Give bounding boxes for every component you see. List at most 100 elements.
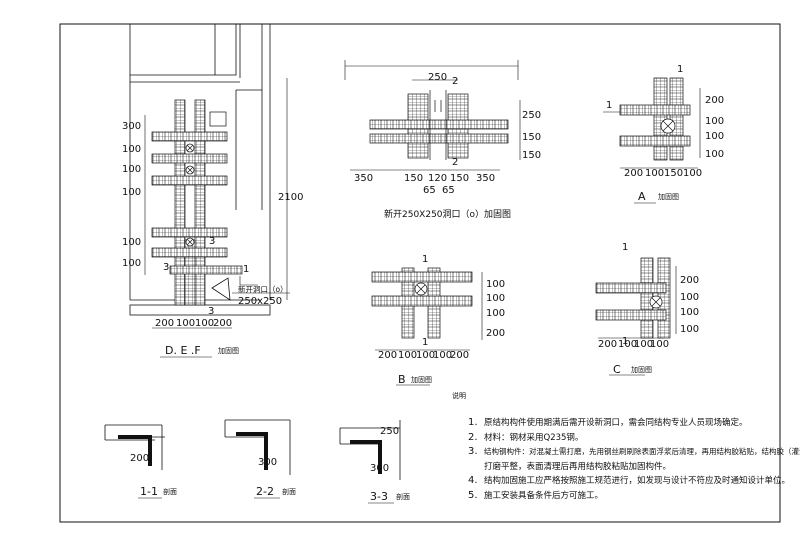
dim-label: 100 <box>680 292 699 303</box>
note-item: 4. 结构加固施工应严格按照施工规范进行，如发现与设计不符应及时通知设计单位。 <box>468 474 790 486</box>
note-number: 2. <box>468 432 478 443</box>
dim-label: 65 <box>423 185 436 196</box>
dim-label: 250 <box>522 110 541 121</box>
view-caption-suffix: 剖面 <box>163 487 177 496</box>
dim-label: 100 <box>634 339 653 350</box>
section-mark: 1 <box>243 264 249 275</box>
dim-label: 200 <box>213 318 232 329</box>
section-mark: 1 <box>622 336 628 347</box>
dim-label: 100 <box>683 168 702 179</box>
note-text: 结构加固施工应严格按照施工规范进行，如发现与设计不符应及时通知设计单位。 <box>484 476 791 486</box>
section-mark: 3 <box>163 262 169 273</box>
dim-label: 250 <box>380 426 399 437</box>
dim-label: 100 <box>705 116 724 127</box>
note-text: 材料：钢材采用Q235钢。 <box>484 433 584 443</box>
view-caption-def: D. E .F <box>165 344 201 357</box>
dim-label: 200 <box>705 95 724 106</box>
view-hole: 250 2 2 250 150 150 350 150 120 150 350 … <box>344 60 541 220</box>
dim-label: 100 <box>122 144 141 155</box>
dim-label: 100 <box>486 308 505 319</box>
dim-label: 100 <box>433 350 452 361</box>
view-caption-suffix: 加固图 <box>631 365 652 374</box>
dim-label: 100 <box>416 350 435 361</box>
a-dims-bottom: 200 100 150 100 <box>624 168 702 179</box>
section-mark: 1 <box>622 242 628 253</box>
dim-label: 200 <box>378 350 397 361</box>
note-number: 5. <box>468 490 478 501</box>
note-number: 1. <box>468 417 478 428</box>
dim-label: 200 <box>450 350 469 361</box>
section-1-1: 200 1-1 剖面 <box>104 424 177 499</box>
view-caption-suffix: 加固图 <box>218 346 239 355</box>
dim-label: 200 <box>680 275 699 286</box>
dim-label: 100 <box>122 187 141 198</box>
note-item: 2. 材料：钢材采用Q235钢。 <box>468 431 583 443</box>
view-caption-c: C <box>613 363 621 376</box>
note-item: 3.结构钢构件：对混凝土需打磨，先用钢丝刷刷除表面浮浆后清理，再用结构胶粘贴，结… <box>468 446 800 457</box>
dim-label: 100 <box>705 149 724 160</box>
note-text: 打磨平整，表面清理后再用结构胶粘贴加固构件。 <box>484 462 672 472</box>
dim-label: 100 <box>122 164 141 175</box>
view-caption-suffix: 剖面 <box>282 487 296 496</box>
section-caption-2: 2-2 <box>256 485 274 498</box>
view-b: 1 1 100 100 100 200 200 100 100 100 200 … <box>371 254 505 400</box>
section-mark: 3 <box>209 236 215 247</box>
dim-label: 100 <box>680 307 699 318</box>
note-text: 结构钢构件：对混凝土需打磨，先用钢丝刷刷除表面浮浆后清理，再用结构胶粘贴，结构胶… <box>484 447 800 456</box>
notes-title: 说明 <box>452 391 466 400</box>
section-mark: 2 <box>452 76 458 87</box>
def-callout-size: 250x250 <box>238 296 282 307</box>
sheet-border <box>59 23 781 523</box>
dim-label: 200 <box>486 328 505 339</box>
section-2-2: 300 2-2 剖面 <box>224 419 296 499</box>
dim-label: 200 <box>155 318 174 329</box>
note-item: 5.施工安装具备条件后方可施工。 <box>468 489 603 501</box>
view-caption-suffix: 剖面 <box>396 492 410 501</box>
dim-label: 200 <box>624 168 643 179</box>
dim-label: 100 <box>486 293 505 304</box>
dim-label: 150 <box>450 173 469 184</box>
dim-label: 150 <box>664 168 683 179</box>
dim-label: 100 <box>122 258 141 269</box>
dim-label: 100 <box>195 318 214 329</box>
hole-dims-right: 250 150 150 <box>522 110 541 161</box>
section-3-3: 250 300 3-3 剖面 <box>339 420 410 504</box>
view-caption-b: B <box>398 373 406 386</box>
c-dims-bottom: 200 100 100 100 <box>598 339 669 350</box>
dim-label: 300 <box>370 463 389 474</box>
section-caption-3: 3-3 <box>370 490 388 503</box>
dim-label: 250 <box>428 72 447 83</box>
dim-label: 100 <box>176 318 195 329</box>
section-caption-1: 1-1 <box>140 485 158 498</box>
section-mark: 1 <box>677 64 683 75</box>
view-caption-suffix: 加固图 <box>658 192 679 201</box>
dim-label: 100 <box>705 131 724 142</box>
view-caption-suffix: 加固图 <box>411 375 432 384</box>
dim-label: 100 <box>398 350 417 361</box>
note-number: 4. <box>468 475 478 486</box>
dim-label: 100 <box>650 339 669 350</box>
a-dims-right: 200 100 100 100 <box>705 95 724 160</box>
hole-dims-bottom: 350 150 120 150 350 65 65 <box>354 173 495 196</box>
dim-label: 200 <box>598 339 617 350</box>
def-dims-left: 300 100 100 100 100 100 <box>122 121 141 269</box>
dim-label: 150 <box>522 132 541 143</box>
dim-label: 150 <box>404 173 423 184</box>
dim-height: 2100 <box>278 192 303 203</box>
section-mark: 1 <box>606 100 612 111</box>
dim-label: 100 <box>645 168 664 179</box>
b-dims-right: 100 100 100 200 <box>486 279 505 339</box>
dim-label: 100 <box>486 279 505 290</box>
dim-label: 350 <box>354 173 373 184</box>
view-a: 1 1 200 100 100 100 200 100 150 100 A 加固… <box>603 64 724 204</box>
b-dims-bottom: 200 100 100 100 200 <box>378 350 469 361</box>
view-c: 1 1 200 100 100 100 200 100 100 100 C 加固… <box>595 242 699 376</box>
dim-label: 100 <box>618 339 637 350</box>
def-callout-label: 新开洞口（o） <box>238 284 288 294</box>
dim-label: 300 <box>122 121 141 132</box>
dim-label: 200 <box>130 453 149 464</box>
section-mark: 1 <box>422 254 428 265</box>
dim-label: 150 <box>522 150 541 161</box>
dim-label: 350 <box>476 173 495 184</box>
note-text: 原结构构件使用期满后需开设新洞口，需会同结构专业人员现场确定。 <box>484 418 748 428</box>
